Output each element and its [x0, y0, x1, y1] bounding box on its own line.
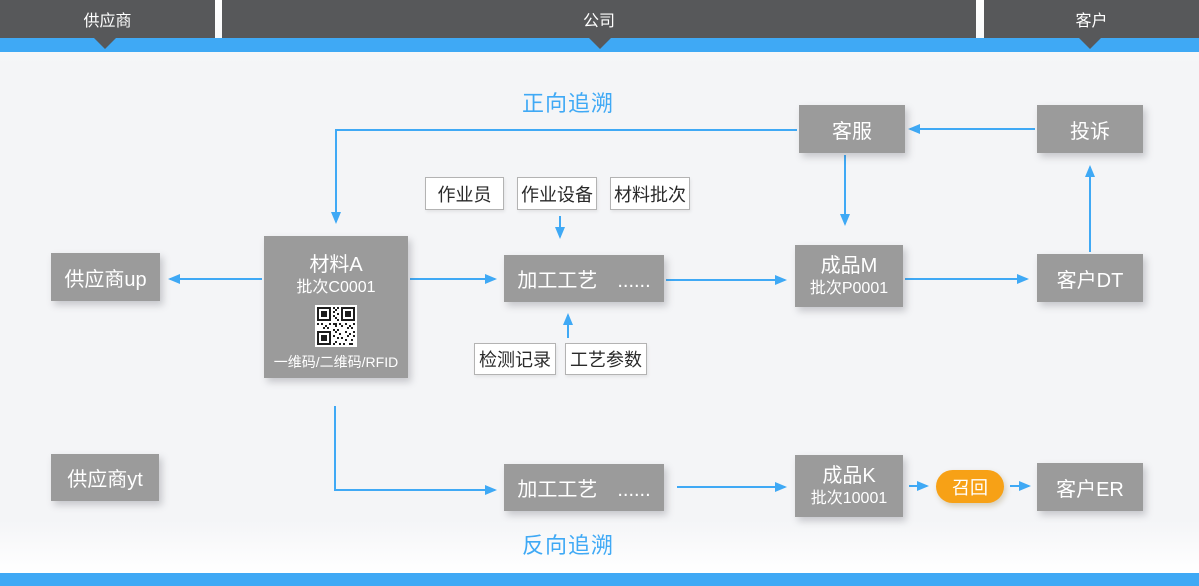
- node-material-a-batch: 批次C0001: [296, 278, 376, 296]
- recall-badge: 召回: [936, 470, 1004, 503]
- node-customer-dt: 客户DT: [1037, 254, 1143, 302]
- lane-pointer-supplier-icon: [94, 38, 116, 49]
- node-customer-service-label: 客服: [832, 120, 872, 143]
- node-product-k-batch: 批次10001: [810, 490, 888, 507]
- node-product-k: 成品K 批次10001: [795, 455, 903, 517]
- node-process-top-label: 加工工艺 ......: [517, 270, 651, 292]
- node-material-a: 材料A 批次C0001: [264, 236, 408, 378]
- forward-trace-title: 正向追溯: [521, 91, 615, 116]
- tag-inspection-record: 检测记录: [474, 343, 556, 375]
- node-complaint: 投诉: [1037, 105, 1143, 153]
- lane-customer: 客户: [984, 0, 1199, 38]
- lane-supplier: 供应商: [0, 0, 215, 38]
- tag-equipment: 作业设备: [517, 177, 597, 210]
- tag-process-params-label: 工艺参数: [570, 350, 642, 370]
- node-process-bottom-label: 加工工艺 ......: [517, 479, 651, 501]
- lane-company: 公司: [222, 0, 976, 38]
- recall-badge-label: 召回: [952, 477, 988, 498]
- node-supplier-yt-label: 供应商yt: [67, 469, 143, 491]
- arrow-service-to-material: [331, 129, 797, 224]
- node-supplier-yt: 供应商yt: [51, 454, 159, 501]
- lane-supplier-label: 供应商: [83, 13, 132, 30]
- node-product-m: 成品M 批次P0001: [795, 245, 903, 307]
- node-customer-service: 客服: [799, 105, 905, 153]
- bottom-accent-bar: [0, 573, 1199, 586]
- node-customer-dt-label: 客户DT: [1056, 269, 1124, 292]
- node-process-top: 加工工艺 ......: [504, 255, 664, 302]
- node-product-m-name: 成品M: [820, 255, 878, 277]
- lane-company-label: 公司: [582, 13, 615, 30]
- node-customer-er-label: 客户ER: [1056, 478, 1124, 501]
- node-material-a-name: 材料A: [309, 253, 363, 276]
- arrow-material-to-process-bottom: [334, 406, 497, 495]
- node-supplier-up: 供应商up: [51, 253, 160, 301]
- node-process-bottom: 加工工艺 ......: [504, 464, 664, 511]
- node-supplier-up-label: 供应商up: [64, 268, 147, 291]
- qr-code-icon: [315, 304, 357, 347]
- tag-operator: 作业员: [425, 177, 504, 210]
- node-product-m-batch: 批次P0001: [809, 280, 889, 297]
- lane-customer-label: 客户: [1075, 13, 1108, 30]
- lane-pointer-company-icon: [589, 38, 611, 49]
- tag-process-params: 工艺参数: [565, 343, 647, 375]
- node-customer-er: 客户ER: [1037, 463, 1143, 511]
- tag-operator-label: 作业员: [437, 184, 492, 205]
- tag-equipment-label: 作业设备: [521, 184, 593, 205]
- lane-pointer-customer-icon: [1079, 38, 1101, 49]
- node-complaint-label: 投诉: [1070, 120, 1110, 143]
- tag-inspection-record-label: 检测记录: [479, 350, 551, 370]
- node-product-k-name: 成品K: [822, 465, 876, 487]
- backward-trace-title: 反向追溯: [521, 533, 615, 558]
- tag-material-batch-label: 材料批次: [614, 184, 686, 205]
- node-material-a-codes: 一维码/二维码/RFID: [273, 353, 399, 370]
- tag-material-batch: 材料批次: [610, 177, 690, 210]
